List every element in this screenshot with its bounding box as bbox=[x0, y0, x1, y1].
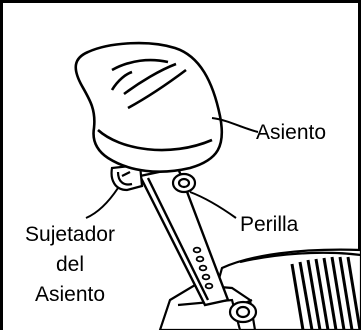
knob-leader-line bbox=[189, 191, 237, 219]
post-knob bbox=[171, 172, 197, 194]
label-seat-holder-line1: Sujetador bbox=[25, 223, 115, 246]
seat-holder bbox=[110, 163, 144, 192]
label-knob: Perilla bbox=[240, 213, 299, 236]
label-seat-holder-line3: Asiento bbox=[34, 283, 106, 306]
base-knob bbox=[228, 300, 258, 324]
seat bbox=[74, 41, 224, 173]
label-seat-holder-line2: del bbox=[55, 253, 85, 276]
label-seat: Asiento bbox=[256, 121, 327, 144]
leader-lines bbox=[85, 117, 259, 219]
seat-leader-line bbox=[211, 117, 259, 133]
seat-holder-leader-line bbox=[85, 187, 119, 219]
seat-post bbox=[138, 166, 230, 307]
